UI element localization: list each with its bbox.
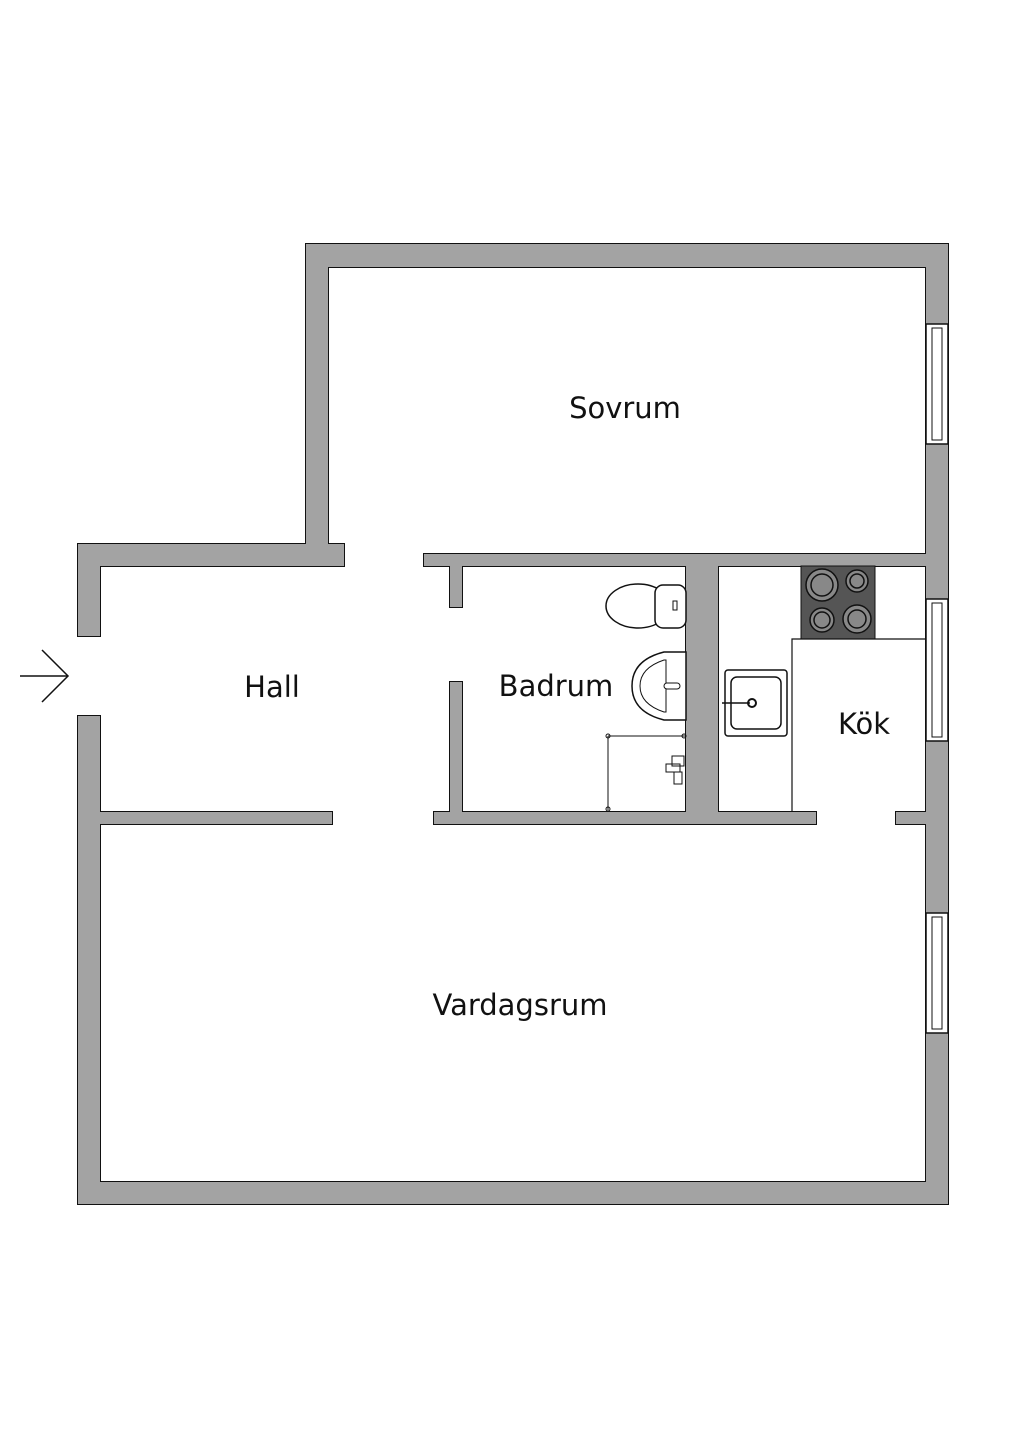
window-vardagsrum (925, 912, 949, 1034)
room-label-hall: Hall (244, 670, 300, 704)
bathroom-sink-icon (631, 651, 687, 721)
kitchen-counter (791, 638, 926, 812)
windows (925, 323, 949, 1034)
room-label-badrum: Badrum (499, 669, 614, 703)
window-kok (925, 598, 949, 742)
toilet-icon (605, 583, 687, 629)
room-label-sovrum: Sovrum (569, 391, 681, 425)
room-label-vardagsrum: Vardagsrum (432, 988, 607, 1022)
entrance-arrow-icon (20, 649, 70, 703)
stove-icon (800, 565, 876, 640)
walls (78, 244, 948, 1204)
shower-icon (605, 733, 687, 812)
room-label-kok: Kök (838, 707, 890, 741)
kitchen-sink-icon (722, 669, 788, 737)
window-sovrum (925, 323, 949, 445)
